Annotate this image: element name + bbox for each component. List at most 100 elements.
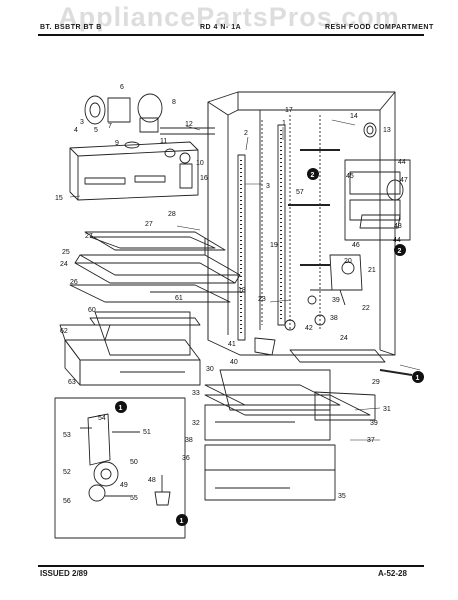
shelf-frame bbox=[84, 231, 226, 255]
callout-32: 32 bbox=[192, 420, 200, 427]
footer-issued-date: ISSUED 2/89 bbox=[40, 569, 88, 578]
drain-trough bbox=[254, 295, 326, 356]
hinge-parts bbox=[310, 254, 363, 306]
svg-text:1: 1 bbox=[119, 405, 123, 412]
callout-38b: 38 bbox=[185, 437, 193, 444]
callout-1: 1 bbox=[282, 120, 286, 127]
header-section-title: RESH FOOD COMPARTMENT bbox=[325, 24, 434, 31]
callout-62: 62 bbox=[60, 328, 68, 335]
callout-arrows bbox=[288, 149, 413, 376]
header-model-middle: RD 4 N- 1A bbox=[200, 24, 242, 31]
callout-48: 48 bbox=[148, 477, 156, 484]
callout-19: 19 bbox=[270, 242, 278, 249]
callout-61: 61 bbox=[175, 295, 183, 302]
callout-42: 42 bbox=[305, 325, 313, 332]
callout-25: 25 bbox=[62, 249, 70, 256]
callout-57: 57 bbox=[296, 189, 304, 196]
callout-24: 24 bbox=[60, 261, 68, 268]
dairy-compartment bbox=[344, 159, 411, 241]
callout-7: 7 bbox=[108, 123, 112, 130]
svg-text:1: 1 bbox=[416, 375, 420, 382]
header-model-left: BT. BSBTR BT B bbox=[40, 24, 102, 31]
callout-31: 31 bbox=[383, 406, 391, 413]
callout-38: 38 bbox=[330, 315, 338, 322]
badge-one-icon: 1 bbox=[412, 371, 424, 383]
callout-50: 50 bbox=[130, 459, 138, 466]
callout-60: 60 bbox=[88, 307, 96, 314]
callout-22: 22 bbox=[362, 305, 370, 312]
svg-text:2: 2 bbox=[398, 248, 402, 255]
cabinet-liner bbox=[207, 91, 396, 356]
callout-21: 21 bbox=[368, 267, 376, 274]
callout-23: 23 bbox=[258, 296, 266, 303]
callout-24b: 24 bbox=[340, 335, 348, 342]
crisper-drawer-lower bbox=[204, 349, 386, 501]
callout-47: 47 bbox=[400, 177, 408, 184]
callout-numbers: 6 8 3 4 5 7 9 11 1 2 10 16 15 2 1 17 14 1… bbox=[55, 84, 408, 505]
badge-one-icon: 1 bbox=[176, 514, 188, 526]
callout-9: 9 bbox=[115, 140, 119, 147]
svg-text:1: 1 bbox=[180, 518, 184, 525]
callout-3b: 3 bbox=[266, 183, 270, 190]
control-housing bbox=[69, 141, 199, 201]
callout-13: 13 bbox=[383, 127, 391, 134]
callout-11: 11 bbox=[160, 138, 167, 145]
leader-lines bbox=[69, 119, 421, 441]
glass-shelf-upper bbox=[74, 254, 241, 284]
callout-51: 51 bbox=[143, 429, 151, 436]
callout-37: 37 bbox=[367, 437, 375, 444]
callout-46: 46 bbox=[352, 242, 360, 249]
badge-two-icon: 2 bbox=[394, 244, 406, 256]
footer-page-code: A-52-28 bbox=[378, 569, 407, 578]
callout-18: 18 bbox=[238, 287, 246, 294]
callout-2: 2 bbox=[244, 130, 248, 137]
callout-52: 52 bbox=[63, 469, 71, 476]
callout-41: 41 bbox=[228, 341, 236, 348]
callout-49: 49 bbox=[120, 482, 128, 489]
callout-54: 54 bbox=[98, 415, 106, 422]
callout-6: 6 bbox=[120, 84, 124, 91]
callout-14: 14 bbox=[350, 113, 358, 120]
watermark: AppliancePartsPros.com bbox=[58, 2, 400, 32]
callout-33: 33 bbox=[192, 390, 200, 397]
badge-two-icon: 2 bbox=[307, 168, 319, 180]
callout-36: 36 bbox=[182, 455, 190, 462]
callout-63: 63 bbox=[68, 379, 76, 386]
callout-4: 4 bbox=[74, 127, 78, 134]
callout-3: 3 bbox=[80, 119, 84, 126]
callout-35: 35 bbox=[338, 493, 346, 500]
callout-43: 43 bbox=[394, 223, 402, 230]
callout-30: 30 bbox=[206, 366, 214, 373]
callout-8: 8 bbox=[172, 99, 176, 106]
callout-44: 44 bbox=[398, 159, 406, 166]
callout-5: 5 bbox=[94, 127, 98, 134]
callout-15: 15 bbox=[55, 195, 63, 202]
lamp-socket bbox=[363, 122, 377, 138]
callout-29: 29 bbox=[372, 379, 380, 386]
callout-27b: 27 bbox=[85, 233, 93, 240]
light-assembly-parts bbox=[84, 93, 215, 164]
shelf-trim bbox=[69, 284, 245, 303]
callout-44b: 44 bbox=[393, 237, 401, 244]
callout-10: 10 bbox=[196, 160, 204, 167]
callout-55: 55 bbox=[130, 495, 138, 502]
badge-one-icon: 1 bbox=[115, 401, 127, 413]
svg-text:2: 2 bbox=[311, 172, 315, 179]
callout-56: 56 bbox=[63, 498, 71, 505]
crisper-drawer-upper bbox=[204, 369, 371, 441]
callout-39: 39 bbox=[332, 297, 340, 304]
callout-17: 17 bbox=[285, 107, 293, 114]
header-rule bbox=[38, 34, 424, 36]
callout-45: 45 bbox=[346, 173, 354, 180]
callout-20: 20 bbox=[344, 258, 352, 265]
callout-16: 16 bbox=[200, 175, 208, 182]
callout-28: 28 bbox=[168, 211, 176, 218]
footer-rule bbox=[38, 565, 424, 567]
callout-53: 53 bbox=[63, 432, 71, 439]
callout-39b: 39 bbox=[370, 420, 378, 427]
callout-26: 26 bbox=[70, 279, 78, 286]
shelf-ladder-rails bbox=[237, 124, 286, 341]
callout-27: 27 bbox=[145, 221, 153, 228]
